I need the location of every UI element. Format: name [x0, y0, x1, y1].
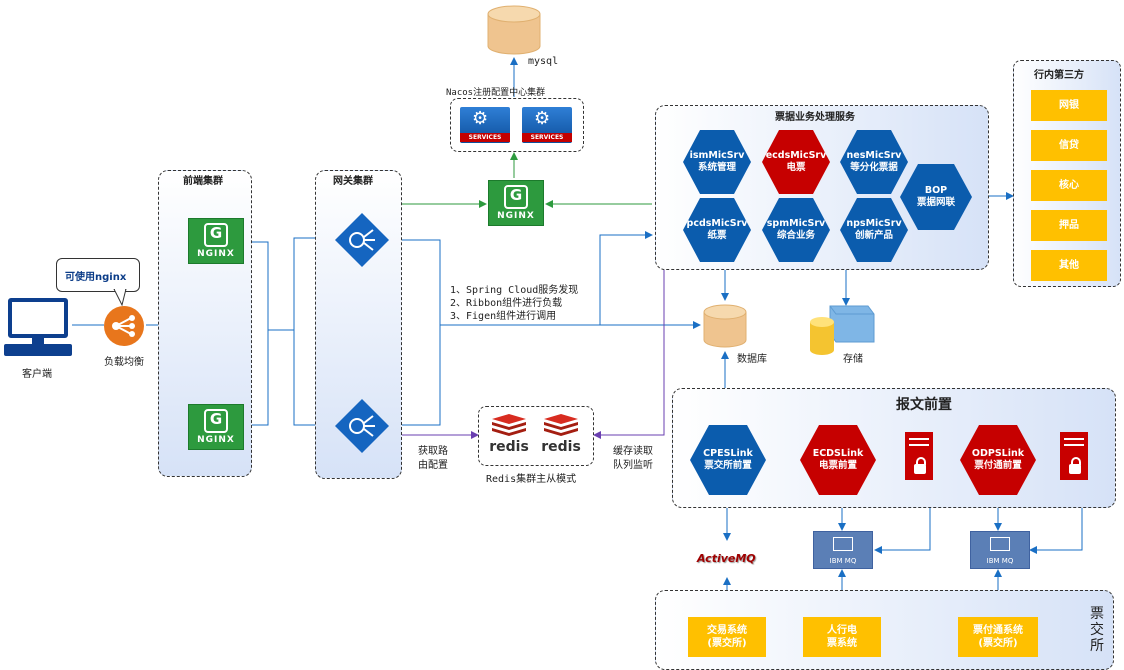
note-line-3: 3、Figen组件进行调用 [450, 311, 557, 322]
storage-icon[interactable] [808, 300, 876, 358]
gear-icon: ⚙ [534, 108, 551, 129]
exchange-side-label: 票交所 [1090, 606, 1104, 654]
activemq-logo[interactable]: ActiveMQ [697, 552, 756, 565]
note-line-2: 2、Ribbon组件进行负载 [450, 298, 563, 309]
gear-icon: ⚙ [472, 108, 489, 129]
thirdparty-item[interactable]: 其他 [1031, 250, 1107, 281]
nacos-service-2[interactable]: ⚙SERVICES [522, 107, 572, 143]
exchange-system[interactable]: 人行电票系统 [803, 617, 881, 657]
cache-read-label-1: 缓存读取 [613, 446, 653, 457]
redis-node-1[interactable]: redis [486, 412, 532, 458]
callout-text: 可使用nginx [65, 272, 127, 283]
load-balancer-label: 负载均衡 [104, 357, 144, 368]
exchange-system[interactable]: 交易系统(票交所) [688, 617, 766, 657]
redis-node-2[interactable]: redis [538, 412, 584, 458]
exchange-system[interactable]: 票付通系统(票交所) [958, 617, 1038, 657]
client-computer-icon[interactable] [4, 298, 72, 360]
thirdparty-item[interactable]: 网银 [1031, 90, 1107, 121]
route-config-label-2: 由配置 [418, 460, 448, 471]
secure-server-icon-2[interactable] [1060, 432, 1088, 480]
redis-label: Redis集群主从模式 [486, 474, 577, 485]
message-front-title: 报文前置 [896, 397, 952, 413]
thirdparty-title: 行内第三方 [1034, 70, 1084, 81]
client-label: 客户端 [22, 369, 52, 380]
storage-label: 存储 [843, 354, 863, 365]
mysql-database-icon[interactable] [486, 4, 542, 56]
nginx-callout: 可使用nginx [56, 258, 140, 292]
nacos-title: Nacos注册配置中心集群 [446, 88, 546, 98]
thirdparty-item[interactable]: 核心 [1031, 170, 1107, 201]
ibm-mq-icon-1[interactable]: IBM MQ [813, 531, 873, 569]
gateway-cluster-title: 网关集群 [333, 176, 373, 187]
cache-read-label-2: 队列监听 [613, 460, 653, 471]
route-config-label-1: 获取路 [418, 446, 448, 457]
secure-server-icon-1[interactable] [905, 432, 933, 480]
database-label: 数据库 [737, 354, 767, 365]
load-balancer-icon[interactable] [104, 306, 144, 346]
note-line-1: 1、Spring Cloud服务发现 [450, 285, 579, 296]
thirdparty-item[interactable]: 信贷 [1031, 130, 1107, 161]
ibm-mq-icon-2[interactable]: IBM MQ [970, 531, 1030, 569]
business-title: 票据业务处理服务 [775, 112, 855, 123]
nacos-service-1[interactable]: ⚙SERVICES [460, 107, 510, 143]
callout-tail [113, 289, 127, 307]
thirdparty-item[interactable]: 押品 [1031, 210, 1107, 241]
mysql-label: mysql [528, 56, 559, 67]
database-icon[interactable] [702, 304, 748, 348]
frontend-cluster-title: 前端集群 [183, 176, 223, 187]
redis-cluster [478, 406, 594, 466]
